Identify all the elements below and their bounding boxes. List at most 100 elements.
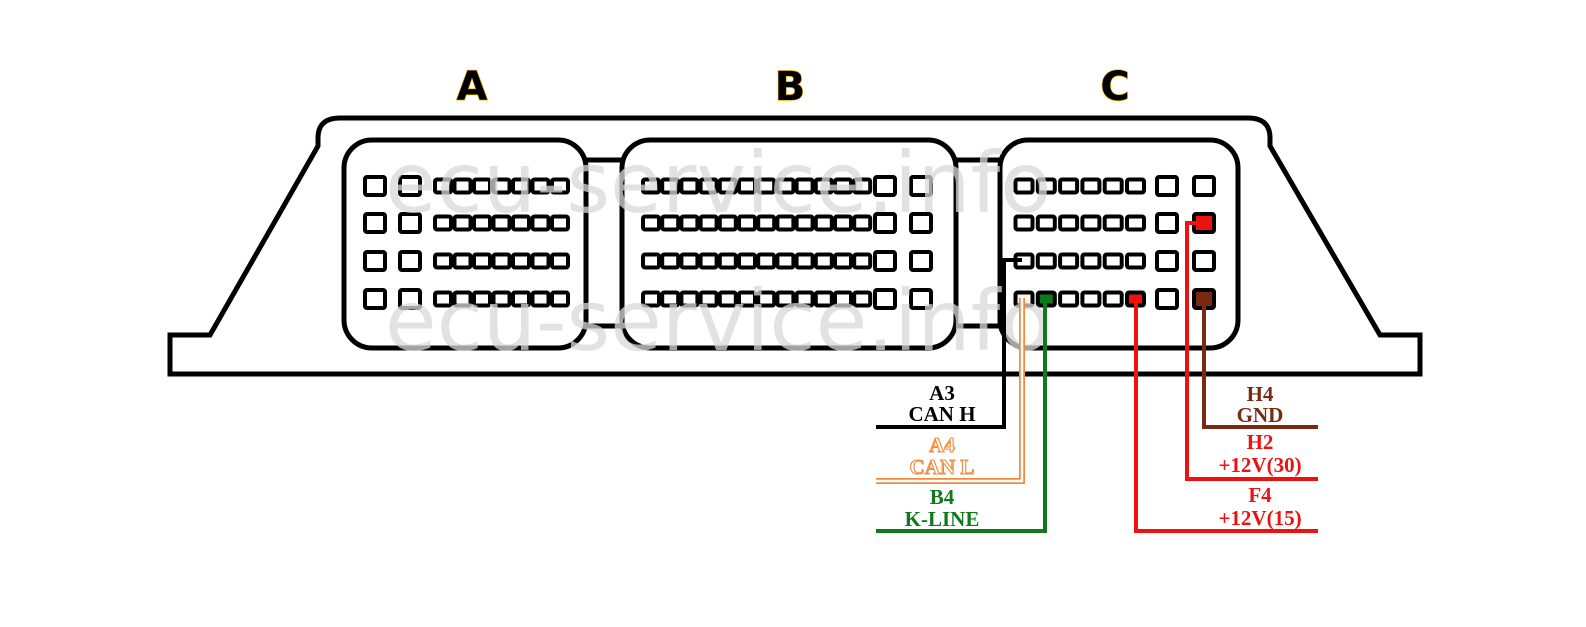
pin-c-small	[1013, 177, 1035, 195]
pin-b-big	[909, 250, 933, 272]
pin-a-small	[530, 252, 551, 270]
pin-b-big	[909, 288, 933, 310]
pin-a-small	[452, 177, 473, 195]
pin-c-small	[1013, 214, 1035, 232]
pin-a-big	[363, 250, 387, 272]
pin-c-small	[1125, 214, 1146, 232]
pin-b-small	[813, 177, 834, 195]
pin-c-small	[1102, 214, 1124, 232]
pin-a-small	[491, 290, 512, 308]
pin-a-small	[491, 177, 512, 195]
connector-b-pins	[641, 175, 933, 310]
label-k-line: B4 K-LINE	[905, 485, 980, 531]
pin-c-big	[1155, 288, 1179, 310]
label-plus12v-15-pin: F4	[1248, 483, 1272, 507]
wire-gnd	[1202, 298, 1318, 429]
pin-c-small	[1102, 252, 1124, 270]
pin-b-small	[641, 214, 661, 232]
pin-b-small	[660, 214, 681, 232]
watermark-top: ecu-service.info	[385, 134, 1052, 232]
wire-plus12v-15	[1134, 298, 1318, 533]
label-gnd: H4 GND	[1237, 382, 1284, 427]
pin-b-small	[833, 214, 853, 232]
pin-b-small	[813, 214, 834, 232]
pin-b-small	[775, 290, 796, 308]
pin-c-big	[1192, 250, 1216, 272]
pin-b-big	[909, 212, 933, 234]
pin-b-small	[775, 177, 796, 195]
connector-bridges	[585, 157, 1000, 329]
pin-a-big	[398, 288, 422, 310]
label-can-l: A4 CAN L	[909, 432, 975, 479]
pin-c-small	[1080, 290, 1102, 308]
pin-c-small	[1102, 290, 1124, 308]
pin-b-big	[873, 288, 897, 310]
pin-a-small	[491, 214, 512, 232]
label-plus12v-15: F4 +12V(15)	[1218, 483, 1301, 530]
label-can-h-signal: CAN H	[908, 402, 975, 426]
pin-b-small	[775, 252, 796, 270]
pin-a-small	[550, 290, 570, 308]
wire-can-h	[876, 258, 1022, 429]
label-can-h: A3 CAN H	[908, 381, 975, 426]
connector-a-label: A	[457, 64, 488, 110]
pin-b-small	[737, 252, 757, 270]
pin-c-small	[1080, 177, 1102, 195]
pin-a-small	[472, 214, 492, 232]
pin-a-small	[550, 214, 570, 232]
connector-c-pins	[1013, 175, 1216, 310]
pin-b-small	[679, 177, 700, 195]
pin-b-small	[852, 290, 873, 308]
pin-b-small	[641, 290, 661, 308]
pin-b-small	[737, 214, 757, 232]
pin-c-small	[1080, 214, 1102, 232]
pin-b-big	[873, 212, 897, 234]
pin-a-big	[398, 250, 422, 272]
pin-c-big	[1192, 175, 1216, 197]
pin-b-small	[833, 177, 853, 195]
pin-a-small	[550, 177, 570, 195]
pin-b-small	[833, 290, 853, 308]
pin-b-small	[698, 252, 719, 270]
pin-a-small	[452, 252, 473, 270]
pin-a-small	[511, 252, 531, 270]
pin-b-big	[909, 175, 933, 197]
pin-b-small	[641, 177, 661, 195]
pin-b-small	[813, 252, 834, 270]
pin-c-big	[1155, 250, 1179, 272]
pin-b-small	[833, 252, 853, 270]
pin-b-small	[698, 177, 719, 195]
pin-b-small	[737, 290, 757, 308]
pin-b-small	[794, 214, 815, 232]
pin-b-small	[717, 290, 738, 308]
wire-k-line	[876, 298, 1047, 533]
label-k-line-signal: K-LINE	[905, 507, 980, 531]
label-gnd-signal: GND	[1237, 403, 1284, 427]
pin-b-small	[660, 252, 681, 270]
pin-c-big	[1155, 212, 1179, 234]
pin-a-small	[530, 290, 551, 308]
pin-b-small	[679, 252, 700, 270]
pin-a-small	[550, 252, 570, 270]
pin-b-small	[660, 177, 681, 195]
pin-b-small	[717, 177, 738, 195]
pin-a-big	[398, 175, 422, 197]
label-plus12v-30: H2 +12V(30)	[1218, 430, 1301, 477]
pin-b-small	[679, 290, 700, 308]
pin-b-small	[679, 214, 700, 232]
pin-c-small	[1058, 177, 1080, 195]
pin-c-small	[1058, 252, 1080, 270]
pin-b-small	[794, 252, 815, 270]
pin-b-small	[852, 252, 873, 270]
pin-b-small	[756, 214, 777, 232]
pin-a-small	[530, 214, 551, 232]
pin-b-small	[717, 252, 738, 270]
pin-a-big	[398, 212, 422, 234]
pin-c-small	[1125, 252, 1146, 270]
pin-a-small	[433, 214, 453, 232]
pin-c-small	[1102, 177, 1124, 195]
pin-c-small	[1058, 290, 1080, 308]
pin-a-small	[530, 177, 551, 195]
pin-b-small	[660, 290, 681, 308]
